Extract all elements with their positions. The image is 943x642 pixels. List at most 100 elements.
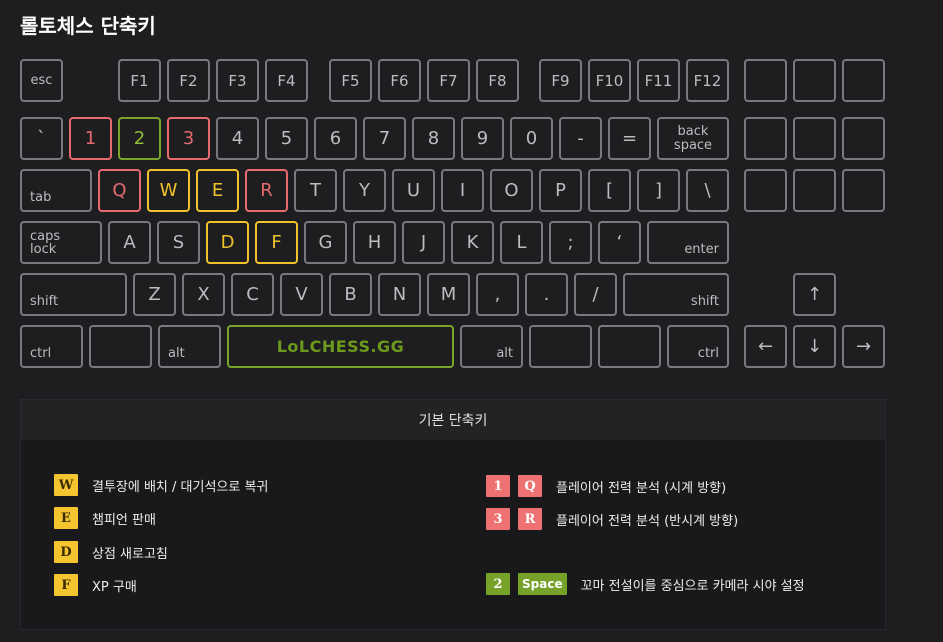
key-d[interactable]: D: [206, 221, 249, 264]
key-p[interactable]: P: [539, 169, 582, 212]
shortcut-badge: 2: [486, 573, 510, 595]
key-q[interactable]: Q: [98, 169, 141, 212]
key-r[interactable]: R: [245, 169, 288, 212]
key-c[interactable]: C: [231, 273, 274, 316]
key-blank[interactable]: [744, 59, 787, 102]
key-f6[interactable]: F6: [378, 59, 421, 102]
key-backspace[interactable]: back space: [657, 117, 729, 160]
key-v[interactable]: V: [280, 273, 323, 316]
legend-item: D 상점 새로고침: [54, 541, 168, 563]
legend-description: 결투장에 배치 / 대기석으로 복귀: [92, 479, 269, 495]
key-o[interactable]: O: [490, 169, 533, 212]
key-b[interactable]: B: [329, 273, 372, 316]
legend-item: 1 Q 플레이어 전력 분석 (시계 방향): [486, 475, 726, 497]
key-blank[interactable]: [598, 325, 661, 368]
key-a[interactable]: A: [108, 221, 151, 264]
shortcut-badge: R: [518, 508, 542, 530]
key-rbracket[interactable]: ]: [637, 169, 680, 212]
key-left-ctrl[interactable]: ctrl: [20, 325, 83, 368]
key-8[interactable]: 8: [412, 117, 455, 160]
key-blank[interactable]: [89, 325, 152, 368]
key-blank[interactable]: [793, 59, 836, 102]
key-f5[interactable]: F5: [329, 59, 372, 102]
key-backtick[interactable]: `: [20, 117, 63, 160]
key-f3[interactable]: F3: [216, 59, 259, 102]
key-6[interactable]: 6: [314, 117, 357, 160]
key-l[interactable]: L: [500, 221, 543, 264]
key-g[interactable]: G: [304, 221, 347, 264]
key-blank[interactable]: [744, 169, 787, 212]
key-z[interactable]: Z: [133, 273, 176, 316]
key-4[interactable]: 4: [216, 117, 259, 160]
key-blank[interactable]: [793, 169, 836, 212]
key-y[interactable]: Y: [343, 169, 386, 212]
key-blank[interactable]: [842, 59, 885, 102]
key-f2[interactable]: F2: [167, 59, 210, 102]
key-blank[interactable]: [842, 117, 885, 160]
key-2[interactable]: 2: [118, 117, 161, 160]
shortcut-legend-panel: 기본 단축키 W 결투장에 배치 / 대기석으로 복귀 E 챔피언 판매 D 상…: [20, 399, 886, 630]
key-f11[interactable]: F11: [637, 59, 680, 102]
key-backslash[interactable]: \: [686, 169, 729, 212]
key-period[interactable]: .: [525, 273, 568, 316]
key-quote[interactable]: ‘: [598, 221, 641, 264]
key-comma[interactable]: ,: [476, 273, 519, 316]
shortcut-badge: E: [54, 507, 78, 529]
legend-header: 기본 단축키: [21, 400, 885, 440]
key-left-alt[interactable]: alt: [158, 325, 221, 368]
legend-item: F XP 구매: [54, 574, 137, 596]
key-blank[interactable]: [529, 325, 592, 368]
shortcut-badge: 3: [486, 508, 510, 530]
key-t[interactable]: T: [294, 169, 337, 212]
key-n[interactable]: N: [378, 273, 421, 316]
key-u[interactable]: U: [392, 169, 435, 212]
legend-description: 플레이어 전력 분석 (반시계 방향): [556, 513, 739, 529]
key-esc[interactable]: esc: [20, 59, 63, 102]
key-3[interactable]: 3: [167, 117, 210, 160]
key-s[interactable]: S: [157, 221, 200, 264]
key-blank[interactable]: [842, 169, 885, 212]
key-blank[interactable]: [793, 117, 836, 160]
key-left-shift[interactable]: shift: [20, 273, 127, 316]
key-1[interactable]: 1: [69, 117, 112, 160]
key-equal[interactable]: =: [608, 117, 651, 160]
key-f[interactable]: F: [255, 221, 298, 264]
key-9[interactable]: 9: [461, 117, 504, 160]
legend-item: W 결투장에 배치 / 대기석으로 복귀: [54, 474, 268, 496]
key-f1[interactable]: F1: [118, 59, 161, 102]
key-f12[interactable]: F12: [686, 59, 729, 102]
key-x[interactable]: X: [182, 273, 225, 316]
key-arrow-right[interactable]: →: [842, 325, 885, 368]
legend-item: E 챔피언 판매: [54, 507, 156, 529]
key-w[interactable]: W: [147, 169, 190, 212]
key-right-shift[interactable]: shift: [623, 273, 729, 316]
key-arrow-left[interactable]: ←: [744, 325, 787, 368]
key-blank[interactable]: [744, 117, 787, 160]
key-spacebar[interactable]: LoLCHESS.GG: [227, 325, 454, 368]
key-arrow-up[interactable]: ↑: [793, 273, 836, 316]
key-f4[interactable]: F4: [265, 59, 308, 102]
key-enter[interactable]: enter: [647, 221, 729, 264]
key-f9[interactable]: F9: [539, 59, 582, 102]
key-right-ctrl[interactable]: ctrl: [667, 325, 729, 368]
key-e[interactable]: E: [196, 169, 239, 212]
key-tab[interactable]: tab: [20, 169, 92, 212]
key-k[interactable]: K: [451, 221, 494, 264]
key-0[interactable]: 0: [510, 117, 553, 160]
key-slash[interactable]: /: [574, 273, 617, 316]
key-j[interactable]: J: [402, 221, 445, 264]
key-f10[interactable]: F10: [588, 59, 631, 102]
key-semicolon[interactable]: ;: [549, 221, 592, 264]
key-lbracket[interactable]: [: [588, 169, 631, 212]
key-7[interactable]: 7: [363, 117, 406, 160]
key-i[interactable]: I: [441, 169, 484, 212]
key-f7[interactable]: F7: [427, 59, 470, 102]
key-minus[interactable]: -: [559, 117, 602, 160]
key-right-alt[interactable]: alt: [460, 325, 523, 368]
key-5[interactable]: 5: [265, 117, 308, 160]
key-m[interactable]: M: [427, 273, 470, 316]
key-capslock[interactable]: caps lock: [20, 221, 102, 264]
key-h[interactable]: H: [353, 221, 396, 264]
key-f8[interactable]: F8: [476, 59, 519, 102]
key-arrow-down[interactable]: ↓: [793, 325, 836, 368]
